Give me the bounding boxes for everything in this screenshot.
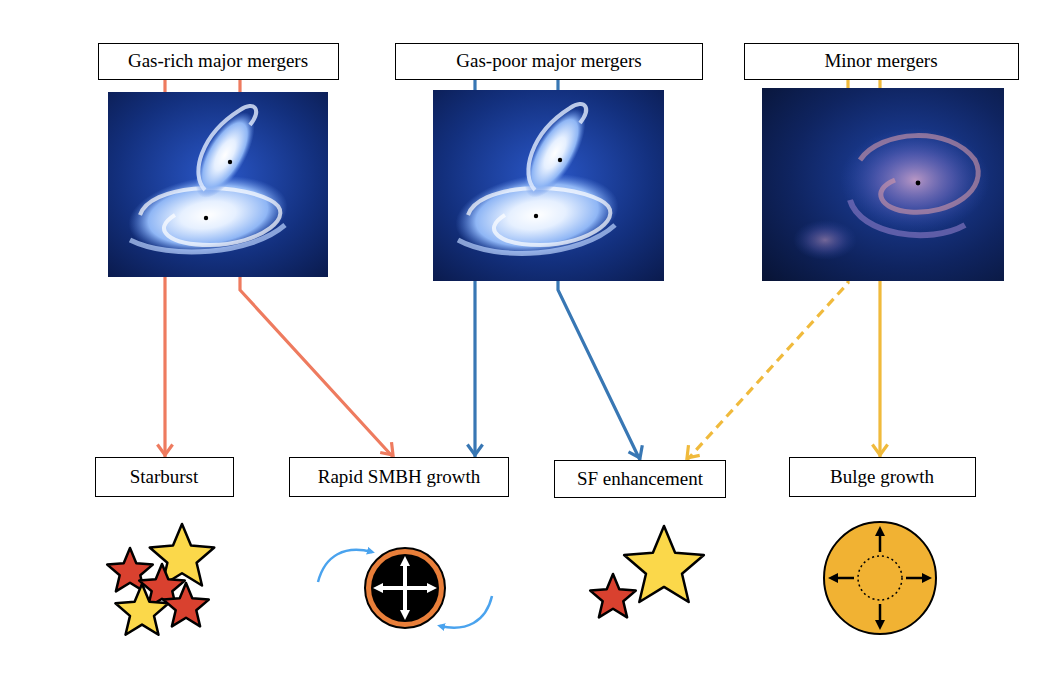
box-label: Starburst <box>130 466 199 489</box>
box-label: SF enhancement <box>577 468 703 491</box>
arrow-head <box>687 445 700 458</box>
star-icons <box>107 524 704 635</box>
star-symbol <box>163 583 209 626</box>
arrow-head <box>157 445 172 456</box>
arrow-head <box>872 445 887 456</box>
outcome-box: SF enhancement <box>554 460 726 498</box>
box-label: Gas-poor major mergers <box>456 50 641 73</box>
box-label: Gas-rich major mergers <box>128 50 308 73</box>
merger-image <box>433 90 664 281</box>
merger-type-box: Minor mergers <box>744 43 1019 80</box>
box-label: Minor mergers <box>824 50 937 73</box>
outcome-box: Bulge growth <box>789 457 976 497</box>
merger-image <box>762 88 1004 281</box>
arrow-head <box>467 445 482 456</box>
outcome-box: Rapid SMBH growth <box>289 457 509 497</box>
bulge-icon <box>824 522 936 634</box>
arrow-head <box>629 445 643 458</box>
arrow-head <box>380 442 393 455</box>
merger-type-box: Gas-rich major mergers <box>98 43 339 80</box>
star-symbol <box>115 584 168 635</box>
merger-type-box: Gas-poor major mergers <box>395 43 703 80</box>
outcome-box: Starburst <box>95 457 234 497</box>
black-hole-icon <box>318 548 492 628</box>
box-label: Bulge growth <box>830 466 934 489</box>
box-label: Rapid SMBH growth <box>318 466 481 489</box>
star-symbol <box>590 574 636 617</box>
merger-image <box>108 92 328 277</box>
